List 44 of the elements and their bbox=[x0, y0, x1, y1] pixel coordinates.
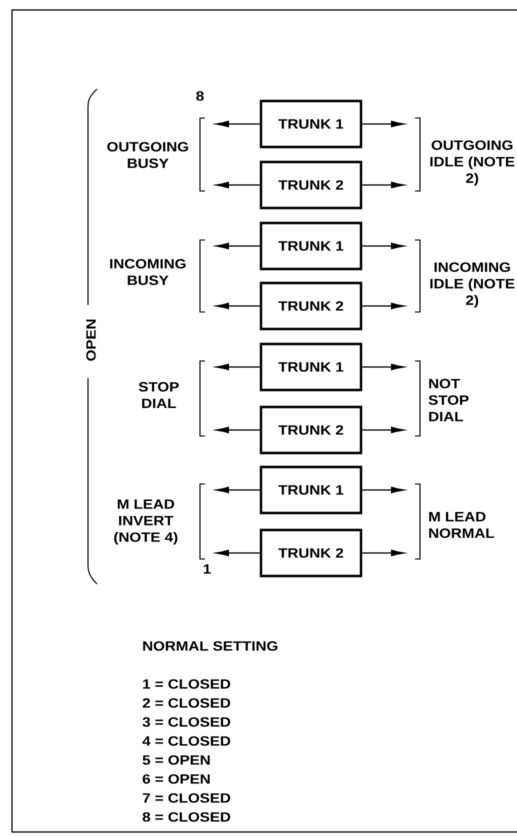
bracket-label: INCOMING IDLE (NOTE 2) bbox=[415, 239, 514, 313]
settings-line: 1 = CLOSED bbox=[143, 679, 230, 689]
settings-line: 6 = OPEN bbox=[142, 774, 210, 784]
arrow bbox=[362, 302, 404, 310]
bracket-label: STOP DIAL bbox=[138, 360, 205, 437]
bracket-label: M LEAD INVERT (NOTE 4) bbox=[114, 483, 205, 560]
arrow bbox=[362, 364, 404, 370]
arrow bbox=[216, 364, 260, 370]
trunk-box: TRUNK 2 bbox=[260, 160, 362, 210]
arrow bbox=[362, 182, 404, 188]
bracket-label: OUTGOING BUSY bbox=[107, 117, 205, 192]
arrow bbox=[362, 242, 404, 250]
arrow bbox=[216, 550, 260, 556]
settings-line: 2 = CLOSED bbox=[142, 698, 230, 708]
bracket-label: INCOMING BUSY bbox=[110, 239, 205, 313]
settings-line: 4 = CLOSED bbox=[142, 736, 230, 746]
trunk-box: TRUNK 1 bbox=[260, 342, 362, 392]
arrow bbox=[362, 120, 404, 128]
bracket-label: M LEAD NORMAL bbox=[415, 483, 494, 560]
settings-line: 7 = CLOSED bbox=[142, 793, 230, 803]
arrow bbox=[216, 486, 260, 494]
arrow bbox=[362, 550, 404, 556]
arrow bbox=[216, 182, 260, 188]
settings-line: 3 = CLOSED bbox=[142, 717, 230, 727]
trunk-box: TRUNK 1 bbox=[260, 100, 362, 148]
settings-line: 5 = OPEN bbox=[142, 755, 210, 765]
switch-number: 1 bbox=[204, 564, 211, 574]
trunk-box: TRUNK 1 bbox=[260, 466, 362, 514]
bracket-label: OUTGOING IDLE (NOTE 2) bbox=[415, 117, 514, 192]
trunk-box: TRUNK 2 bbox=[260, 282, 362, 330]
brace-label: OPEN bbox=[86, 320, 96, 361]
trunk-box: TRUNK 2 bbox=[260, 528, 362, 578]
switch-number: 8 bbox=[196, 91, 204, 101]
arrow bbox=[216, 120, 260, 128]
arrow bbox=[362, 486, 404, 494]
bracket-label: NOT STOP DIAL bbox=[415, 360, 469, 437]
settings-heading: NORMAL SETTING bbox=[143, 641, 278, 651]
arrow bbox=[216, 242, 260, 250]
arrow bbox=[362, 426, 404, 434]
arrow bbox=[216, 302, 260, 310]
arrow bbox=[216, 426, 260, 434]
trunk-box: TRUNK 2 bbox=[260, 406, 362, 454]
settings-line: 8 = CLOSED bbox=[142, 812, 230, 822]
trunk-box: TRUNK 1 bbox=[260, 222, 362, 270]
